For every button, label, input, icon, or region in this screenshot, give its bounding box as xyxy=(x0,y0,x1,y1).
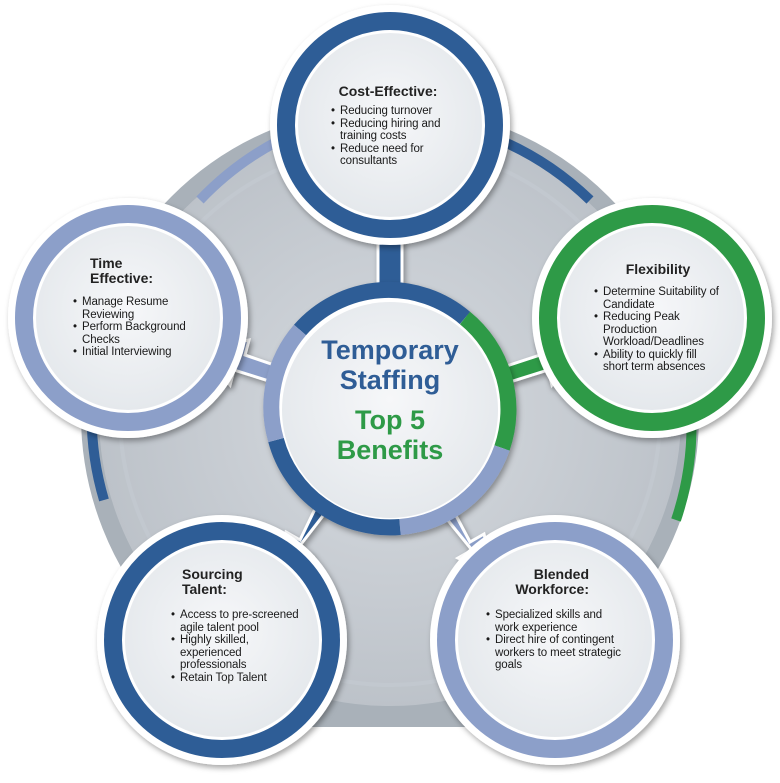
center-ring-green-right xyxy=(459,311,517,451)
list-item: Ability to quickly fill short term absen… xyxy=(593,349,723,374)
node-title-line: Workforce: xyxy=(515,581,589,597)
node-title-line: Flexibility xyxy=(625,261,691,277)
center-ring-light-bottom-right xyxy=(399,445,510,535)
center-hub xyxy=(263,282,517,536)
list-item: Determine Suitability of Candidate xyxy=(593,286,723,311)
node-title: Sourcing Talent: xyxy=(182,567,310,597)
node-items: Specialized skills and work experience D… xyxy=(485,609,625,672)
list-item: Direct hire of contingent workers to mee… xyxy=(485,634,625,672)
node-blended-workforce: Blended Workforce: Specialized skills an… xyxy=(485,567,625,672)
node-title-line: Sourcing xyxy=(182,566,243,582)
center-line-top5: Top 5 xyxy=(355,405,425,435)
circle-sourcing-talent xyxy=(97,515,347,765)
node-title: Time Effective: xyxy=(90,256,197,286)
node-title-line: Time xyxy=(90,255,123,271)
center-ring-blue-top xyxy=(293,282,471,336)
center-line-benefits: Benefits xyxy=(336,435,444,465)
list-item: Manage Resume Reviewing xyxy=(72,296,197,321)
node-cost-effective: Cost-Effective: Reducing turnover Reduci… xyxy=(330,84,460,168)
node-items: Reducing turnover Reducing hiring and tr… xyxy=(330,105,460,168)
node-title: Blended Workforce: xyxy=(485,567,589,597)
node-time-effective: Time Effective: Manage Resume Reviewing … xyxy=(72,256,197,359)
list-item: Highly skilled, experienced professional… xyxy=(170,634,310,672)
list-item: Specialized skills and work experience xyxy=(485,609,625,634)
list-item: Reducing turnover xyxy=(330,105,460,118)
list-item: Access to pre-screened agile talent pool xyxy=(170,609,310,634)
node-items: Manage Resume Reviewing Perform Backgrou… xyxy=(72,296,197,359)
node-flexibility: Flexibility Determine Suitability of Can… xyxy=(593,262,723,374)
list-item: Perform Background Checks xyxy=(72,321,197,346)
node-title-line: Blended xyxy=(533,566,589,582)
list-item: Reduce need for consultants xyxy=(330,143,460,168)
node-title: Flexibility xyxy=(593,262,723,277)
node-items: Determine Suitability of Candidate Reduc… xyxy=(593,286,723,374)
node-sourcing-talent: Sourcing Talent: Access to pre-screened … xyxy=(170,567,310,684)
center-ring-light-left xyxy=(263,324,307,443)
center-line-temporary: Temporary xyxy=(321,335,459,365)
center-inner-fill xyxy=(282,302,498,518)
center-title: Temporary Staffing Top 5 Benefits xyxy=(300,335,480,465)
node-title: Cost-Effective: xyxy=(316,84,460,99)
node-title-line: Talent: xyxy=(182,581,227,597)
node-items: Access to pre-screened agile talent pool… xyxy=(170,609,310,684)
list-item: Reducing Peak Production Workload/Deadli… xyxy=(593,311,723,349)
list-item: Reducing hiring and training costs xyxy=(330,118,460,143)
list-item: Initial Interviewing xyxy=(72,346,197,359)
list-item: Retain Top Talent xyxy=(170,672,310,685)
node-title-line: Effective: xyxy=(90,270,154,286)
node-title-line: Cost-Effective: xyxy=(338,83,438,99)
center-ring-blue-bottom-left xyxy=(268,437,401,536)
center-line-staffing: Staffing xyxy=(339,365,441,395)
